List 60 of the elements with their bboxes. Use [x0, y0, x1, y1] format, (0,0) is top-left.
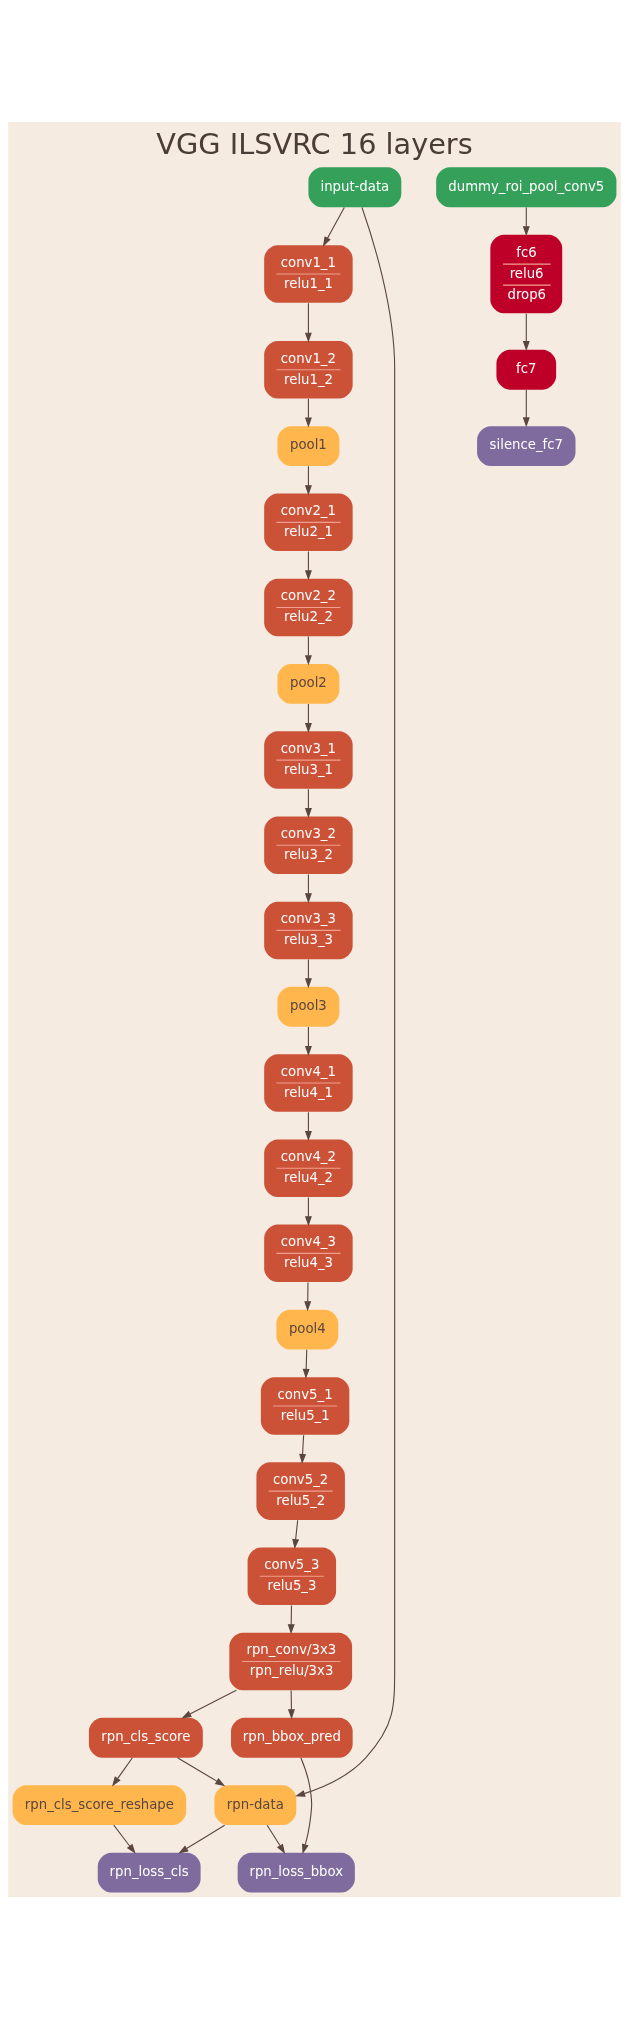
arrow — [266, 1824, 286, 1854]
arrow — [287, 1604, 295, 1634]
node-box: conv4_1 relu4_1 — [264, 1053, 353, 1112]
node-box: conv4_3 relu4_3 — [264, 1224, 353, 1282]
arrow — [176, 1756, 226, 1786]
arrow — [322, 206, 345, 247]
arrow — [522, 206, 530, 236]
node-box: conv3_1 relu3_1 — [264, 730, 353, 789]
arrow — [304, 465, 312, 495]
arrow — [304, 873, 312, 903]
node-box: conv2_2 relu2_2 — [264, 578, 353, 636]
node-box: rpn_cls_score — [88, 1717, 203, 1758]
arrow — [178, 1824, 226, 1854]
arrow — [300, 1756, 313, 1854]
node-box: conv3_3 relu3_3 — [264, 901, 353, 959]
node-box: conv5_1 relu5_1 — [260, 1376, 350, 1435]
arrow — [304, 1196, 312, 1226]
arrow — [302, 1348, 310, 1379]
node-box: pool3 — [277, 986, 340, 1027]
node-box: pool2 — [277, 663, 340, 704]
arrow — [304, 788, 312, 818]
node-box: conv4_2 relu4_2 — [264, 1138, 353, 1197]
arrow — [304, 302, 312, 343]
arrow — [304, 397, 312, 428]
node-box: conv2_1 relu2_1 — [264, 493, 353, 551]
node-box: conv1_1 relu1_1 — [264, 244, 353, 303]
node-box: rpn_bbox_pred — [231, 1717, 353, 1758]
arrow — [299, 1434, 307, 1464]
node-box: rpn_cls_score_reshape — [12, 1784, 187, 1825]
node-box: rpn_conv/3x3 rpn_relu/3x3 — [229, 1632, 353, 1690]
arrow — [181, 1689, 237, 1718]
arrow — [304, 1025, 312, 1056]
node-box: rpn_loss_cls — [97, 1852, 201, 1893]
diagram-title: VGG ILSVRC 16 layers — [156, 126, 473, 161]
node-box: dummy_roi_pool_conv5 — [436, 166, 617, 207]
arrow — [304, 550, 312, 580]
node-box: silence_fc7 — [477, 425, 576, 466]
arrow — [292, 1519, 300, 1549]
node-box: input-data — [308, 166, 402, 207]
node-box: pool4 — [276, 1309, 339, 1350]
node-box: pool1 — [277, 425, 340, 466]
arrow — [112, 1756, 133, 1786]
node-box: conv5_2 relu5_2 — [256, 1461, 345, 1520]
arrow — [304, 1111, 312, 1141]
arrow — [522, 312, 530, 351]
node-box: conv5_3 relu5_3 — [247, 1547, 337, 1605]
arrow — [287, 1689, 295, 1719]
node-box: rpn-data — [214, 1784, 297, 1825]
arrow — [295, 206, 396, 1797]
arrow — [304, 1281, 312, 1311]
node-box: conv3_2 relu3_2 — [264, 816, 353, 874]
arrow — [304, 702, 312, 733]
node-box: conv1_2 relu1_2 — [264, 340, 353, 398]
arrow — [304, 958, 312, 988]
node-box: fc7 — [496, 349, 557, 390]
arrow — [304, 635, 312, 665]
arrow — [522, 388, 530, 427]
arrow — [113, 1824, 136, 1854]
node-box: fc6 relu6 drop6 — [490, 234, 563, 313]
node-box: rpn_loss_bbox — [237, 1852, 355, 1893]
